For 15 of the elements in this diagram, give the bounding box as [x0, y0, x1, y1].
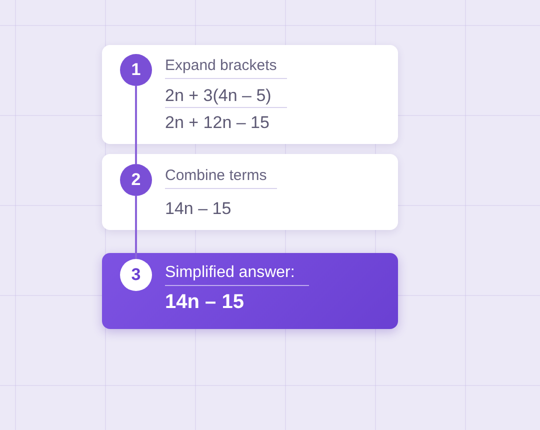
expression: 2n + 12n – 15	[165, 112, 270, 134]
step-number: 1	[120, 54, 152, 86]
connector-line	[135, 196, 137, 259]
connector-line	[135, 86, 137, 164]
step-heading: Combine terms	[165, 166, 277, 189]
step-number: 2	[120, 164, 152, 196]
answer-expression: 14n – 15	[165, 290, 244, 315]
step-card	[102, 154, 398, 230]
step-number: 3	[120, 259, 152, 291]
step-card	[102, 45, 398, 144]
expression: 2n + 3(4n – 5)	[165, 85, 288, 108]
step-heading: Simplified answer:	[165, 263, 309, 286]
step-heading: Expand brackets	[165, 56, 287, 79]
answer-card	[102, 253, 398, 329]
expression: 14n – 15	[165, 198, 232, 220]
